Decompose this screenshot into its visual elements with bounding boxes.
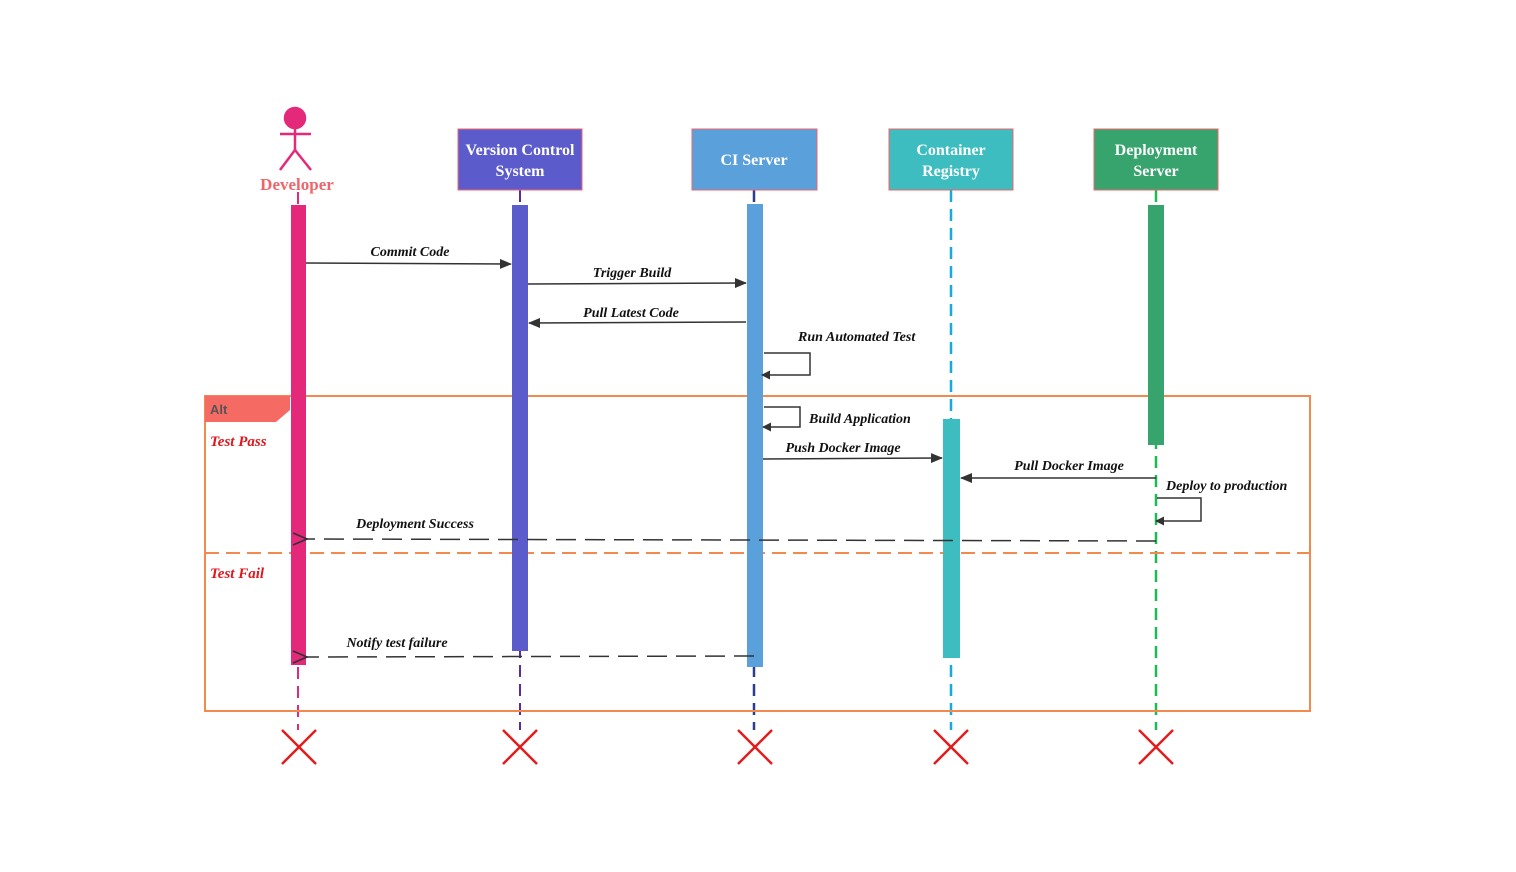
ci-participant: CI Server bbox=[691, 128, 818, 191]
deploy-activation bbox=[1148, 205, 1164, 445]
message-pull-latest-code: Pull Latest Code bbox=[528, 306, 747, 328]
ci-label: CI Server bbox=[720, 152, 787, 169]
message-notify-test-failure: Notify test failure bbox=[307, 636, 755, 657]
vcs-label-line1: Version Control bbox=[466, 142, 575, 159]
deploy-label-line2: Server bbox=[1133, 163, 1178, 180]
message-label: Trigger Build bbox=[593, 266, 672, 281]
message-trigger-build: Trigger Build bbox=[527, 266, 747, 289]
registry-participant: Container Registry bbox=[888, 128, 1014, 191]
message-deployment-success: Deployment Success bbox=[307, 517, 1157, 541]
vcs-participant: Version Control System bbox=[457, 128, 583, 191]
ci-destroy-icon bbox=[737, 729, 773, 765]
deploy-label-line1: Deployment bbox=[1115, 142, 1198, 159]
message-pull-docker-image: Pull Docker Image bbox=[960, 459, 1156, 483]
messages: Commit Code Trigger Build Pull Latest Co… bbox=[306, 245, 1288, 657]
message-label: Notify test failure bbox=[345, 636, 447, 651]
message-label: Pull Latest Code bbox=[583, 306, 679, 321]
message-push-docker-image: Push Docker Image bbox=[762, 441, 943, 464]
vcs-destroy-icon bbox=[502, 729, 538, 765]
registry-label-line1: Container bbox=[916, 142, 985, 159]
condition-test-fail: Test Fail bbox=[210, 566, 265, 582]
message-label: Push Docker Image bbox=[785, 441, 900, 456]
developer-actor: Developer bbox=[260, 106, 334, 194]
message-label: Pull Docker Image bbox=[1014, 459, 1124, 474]
message-run-automated-test: Run Automated Test bbox=[761, 330, 916, 380]
registry-label-line2: Registry bbox=[922, 163, 980, 180]
activation-bars bbox=[291, 204, 1164, 667]
message-label: Deploy to production bbox=[1165, 479, 1288, 494]
message-build-application: Build Application bbox=[762, 406, 911, 432]
alt-operator-tag bbox=[205, 396, 290, 422]
registry-activation bbox=[943, 419, 960, 658]
developer-destroy-icon bbox=[281, 729, 317, 765]
message-label: Commit Code bbox=[371, 245, 450, 260]
deploy-destroy-icon bbox=[1138, 729, 1174, 765]
alt-operator-label: Alt bbox=[210, 402, 228, 417]
participants: Developer Version Control System CI Serv… bbox=[260, 106, 1219, 194]
ci-activation bbox=[747, 204, 763, 667]
registry-destroy-icon bbox=[933, 729, 969, 765]
vcs-activation bbox=[512, 205, 528, 651]
message-label: Run Automated Test bbox=[797, 330, 916, 345]
message-label: Build Application bbox=[808, 412, 911, 427]
message-commit-code: Commit Code bbox=[305, 245, 512, 269]
deploy-participant: Deployment Server bbox=[1093, 128, 1219, 191]
message-deploy-to-production: Deploy to production bbox=[1155, 479, 1288, 526]
vcs-label-line2: System bbox=[496, 163, 546, 180]
stick-figure-icon bbox=[279, 106, 312, 171]
developer-label: Developer bbox=[260, 175, 334, 194]
destroy-markers bbox=[281, 729, 1174, 765]
message-label: Deployment Success bbox=[355, 517, 474, 532]
condition-test-pass: Test Pass bbox=[210, 434, 267, 450]
developer-activation bbox=[291, 205, 306, 665]
